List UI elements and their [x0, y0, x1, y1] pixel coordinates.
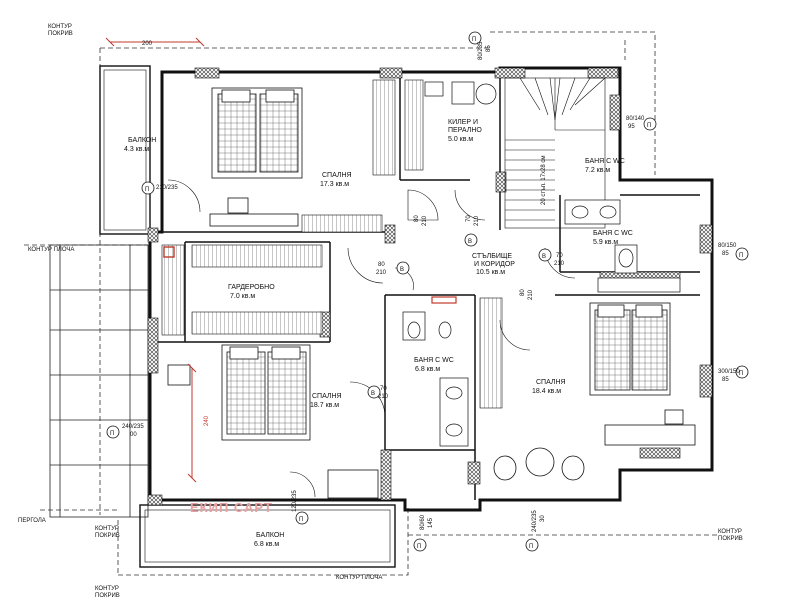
room-bath-mid-area: 6.8 кв.м [415, 366, 440, 373]
table-chairs [493, 447, 585, 481]
room-bath-top-area: 7.2 кв.м [585, 167, 610, 174]
room-bedroom-left-name: СПАЛНЯ [312, 393, 342, 400]
svg-text:П: П [417, 544, 421, 550]
svg-text:В: В [542, 254, 546, 260]
room-bedroom-right-area: 18.4 кв.м [532, 388, 561, 395]
roof-contour-label-3: КОНТУР [95, 586, 119, 592]
pergola-label: ПЕРГОЛА [18, 518, 46, 524]
roof-contour-label-1: КОНТУР [48, 24, 72, 30]
svg-text:ПОКРИВ: ПОКРИВ [718, 536, 743, 542]
svg-text:85: 85 [486, 45, 492, 52]
svg-text:00: 00 [130, 432, 137, 438]
room-bath-top-name: БАНЯ С WC [585, 158, 625, 165]
room-pantry-name2: ПЕРАЛНО [448, 127, 482, 134]
room-balcony-left-name: БАЛКОН [128, 137, 156, 144]
svg-text:120/235: 120/235 [292, 490, 298, 512]
watermark: ЕКИП САРТ [190, 500, 273, 515]
svg-text:П: П [529, 544, 533, 550]
stair-label: 20 стъп. 17x28 см [541, 155, 547, 205]
room-hall-name: СТЪЛБИЩЕ [472, 253, 512, 260]
svg-text:95: 95 [628, 124, 635, 130]
bed-right [589, 302, 671, 396]
svg-text:85: 85 [722, 251, 729, 257]
circle-marker-letters: П П П П П П П П П В В В В [110, 37, 743, 550]
svg-text:210: 210 [378, 394, 389, 400]
svg-text:80/235: 80/235 [478, 41, 484, 60]
window-tags: 80/235 85 210/235 80/140 95 80/150 85 30… [122, 41, 740, 532]
room-pantry-name: КИЛЕР И [448, 119, 478, 126]
svg-text:ПОКРИВ: ПОКРИВ [95, 533, 120, 539]
labels: КОНТУР ПОКРИВ КОНТУР ПЛОЧА ПЕРГОЛА КОНТУ… [18, 24, 743, 599]
room-hall-name2: И КОРИДОР [474, 261, 515, 268]
door-tag-6: 70 [380, 386, 387, 392]
bed-top [211, 87, 303, 179]
room-bath-mid-name: БАНЯ С WC [414, 357, 454, 364]
slab-contour-label-bottom: КОНТУР ПЛОЧА [336, 575, 382, 581]
svg-text:П: П [739, 253, 743, 259]
bed-left [221, 344, 311, 441]
room-wardrobe-area: 7.0 кв.м [230, 293, 255, 300]
svg-text:П: П [472, 37, 476, 43]
circle-markers [106, 31, 749, 552]
pergola [49, 244, 149, 518]
balcony-bottom [139, 504, 396, 568]
roof-contour-label-2: КОНТУР [95, 526, 119, 532]
room-pantry-area: 5.0 кв.м [448, 136, 473, 143]
staircase [504, 77, 606, 229]
room-bedroom-right-name: СПАЛНЯ [536, 379, 566, 386]
door-tag-3: 80 [378, 262, 385, 268]
svg-text:210/235: 210/235 [156, 185, 178, 191]
svg-text:80/150: 80/150 [718, 243, 737, 249]
svg-text:П: П [299, 517, 303, 523]
svg-text:210: 210 [554, 261, 565, 267]
slab-contour-label-left: КОНТУР ПЛОЧА [28, 247, 74, 253]
room-hall-area: 10.5 кв.м [476, 269, 505, 276]
outer-walls [148, 66, 714, 512]
svg-text:30: 30 [540, 515, 546, 522]
svg-text:ПОКРИВ: ПОКРИВ [95, 593, 120, 599]
svg-text:80/140: 80/140 [626, 116, 645, 122]
svg-text:В: В [400, 267, 404, 273]
room-bedroom-top-name: СПАЛНЯ [322, 172, 352, 179]
svg-text:210: 210 [528, 289, 534, 300]
svg-text:В: В [468, 239, 472, 245]
svg-text:П: П [110, 431, 114, 437]
balcony-left [99, 65, 151, 235]
dim-left-240: 240 [204, 415, 210, 426]
dim-top-200: 200 [142, 41, 153, 47]
svg-text:300/150: 300/150 [718, 369, 740, 375]
door-tag-4: 70 [556, 253, 563, 259]
svg-text:П: П [739, 371, 743, 377]
svg-text:В: В [371, 391, 375, 397]
svg-text:80/60: 80/60 [420, 514, 426, 530]
room-balcony-bottom-name: БАЛКОН [256, 532, 284, 539]
svg-text:ПОКРИВ: ПОКРИВ [48, 31, 73, 37]
svg-text:210: 210 [376, 270, 387, 276]
room-balcony-bottom-area: 6.8 кв.м [254, 541, 279, 548]
door-tag-1: 80 [414, 215, 420, 222]
door-tag-2: 70 [466, 215, 472, 222]
svg-text:П: П [647, 123, 651, 129]
room-bath-right-area: 5.9 кв.м [593, 239, 618, 246]
svg-text:210: 210 [422, 215, 428, 226]
room-bath-right-name: БАНЯ С WC [593, 230, 633, 237]
svg-text:П: П [145, 187, 149, 193]
room-balcony-left-area: 4.3 кв.м [124, 146, 149, 153]
desks [167, 197, 696, 499]
svg-text:85: 85 [722, 377, 729, 383]
svg-text:210: 210 [474, 215, 480, 226]
roof-contour-label-4: КОНТУР [718, 529, 742, 535]
svg-text:240/235: 240/235 [532, 510, 538, 532]
roof-contour-dashed [24, 31, 720, 576]
room-bedroom-left-area: 18.7 кв.м [310, 402, 339, 409]
dimension-red [105, 37, 457, 483]
room-wardrobe-name: ГАРДЕРОБНО [228, 284, 275, 291]
svg-text:240/235: 240/235 [122, 424, 144, 430]
room-bedroom-top-area: 17.3 кв.м [320, 181, 349, 188]
wardrobes [161, 79, 503, 409]
door-tag-5: 80 [520, 289, 526, 296]
bath-fixtures [402, 81, 681, 447]
svg-text:145: 145 [428, 517, 434, 528]
